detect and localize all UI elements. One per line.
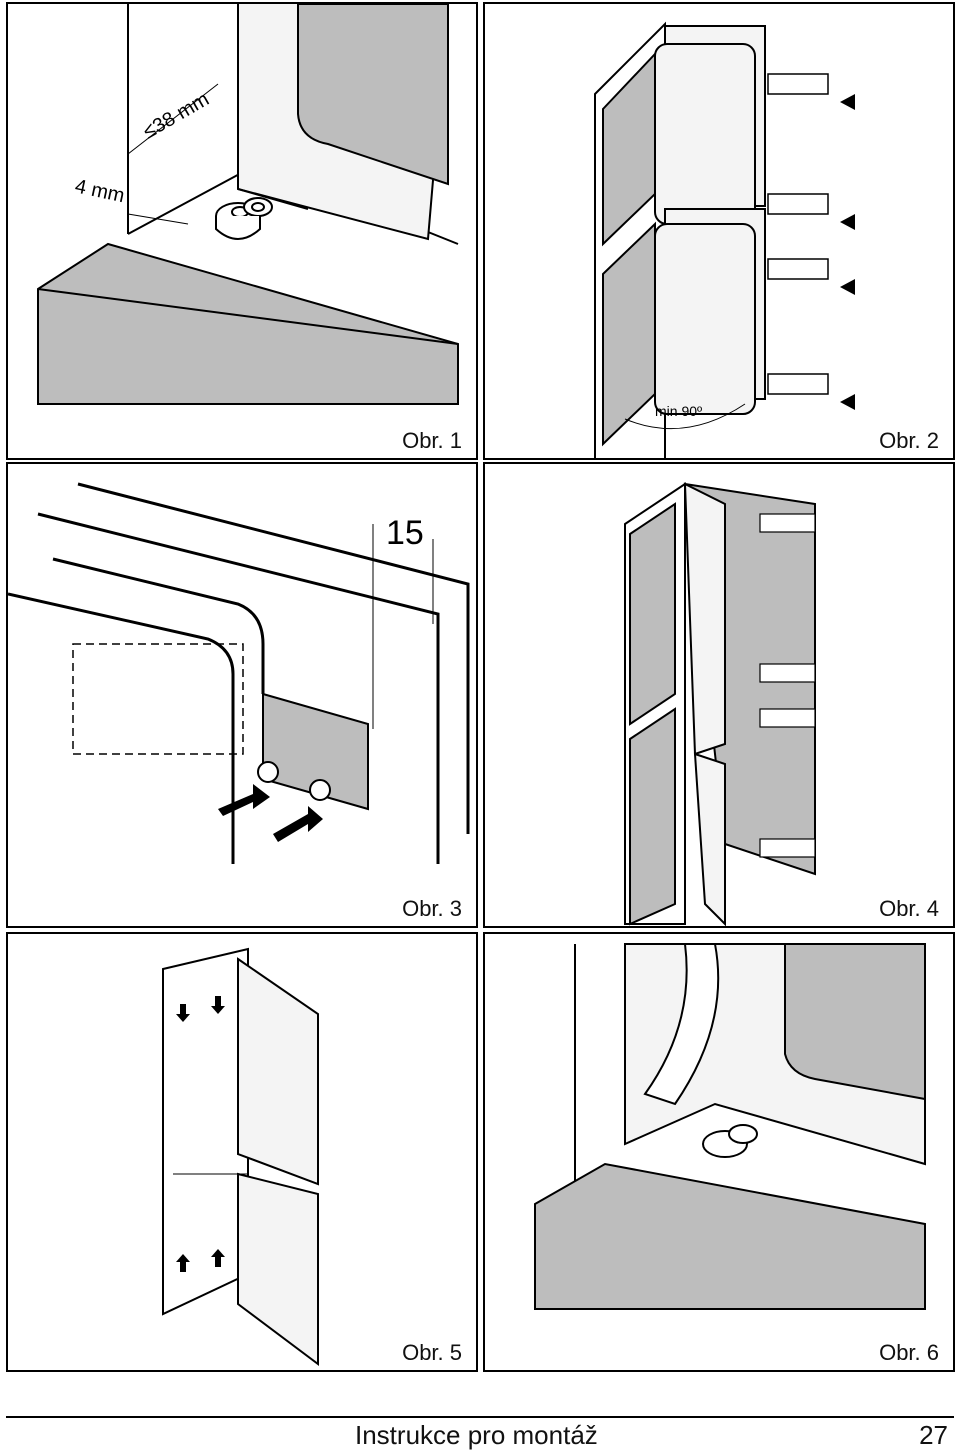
dim-38mm: ≤38 mm bbox=[140, 88, 213, 143]
caption-fig3: Obr. 3 bbox=[402, 896, 462, 921]
hinge-bottom-1 bbox=[767, 258, 855, 295]
figure-1: ≤38 mm 4 mm Obr. 1 bbox=[6, 2, 478, 460]
dim-4mm: 4 mm bbox=[73, 175, 126, 207]
figure-6-drawing bbox=[534, 943, 926, 1310]
dim-15: 15 bbox=[386, 514, 424, 552]
figure-4-drawing bbox=[624, 482, 816, 926]
figure-5: Obr. 5 bbox=[6, 932, 478, 1372]
footer-rule bbox=[6, 1416, 954, 1418]
caption-fig1: Obr. 1 bbox=[402, 428, 462, 453]
caption-fig6: Obr. 6 bbox=[879, 1340, 939, 1365]
figure-2: min 90º Obr. 2 bbox=[483, 2, 955, 460]
figure-4: Obr. 4 bbox=[483, 462, 955, 928]
caption-fig2: Obr. 2 bbox=[879, 428, 939, 453]
figure-6: Obr. 6 bbox=[483, 932, 955, 1372]
caption-fig5: Obr. 5 bbox=[402, 1340, 462, 1365]
caption-fig4: Obr. 4 bbox=[879, 896, 939, 921]
figure-2-drawing: min 90º bbox=[594, 21, 855, 458]
page-number: 27 bbox=[919, 1420, 948, 1450]
hinge-top-1 bbox=[767, 73, 855, 110]
figure-1-drawing: ≤38 mm 4 mm bbox=[37, 4, 459, 405]
angle-label: min 90º bbox=[655, 403, 702, 419]
figure-3: 15 Obr. 3 bbox=[6, 462, 478, 928]
figure-3-drawing: 15 bbox=[8, 482, 470, 864]
footer-title: Instrukce pro montáž bbox=[355, 1420, 598, 1450]
hinge-bottom-2 bbox=[767, 373, 855, 410]
hinge-top-2 bbox=[767, 193, 855, 230]
figure-5-drawing bbox=[162, 947, 319, 1366]
